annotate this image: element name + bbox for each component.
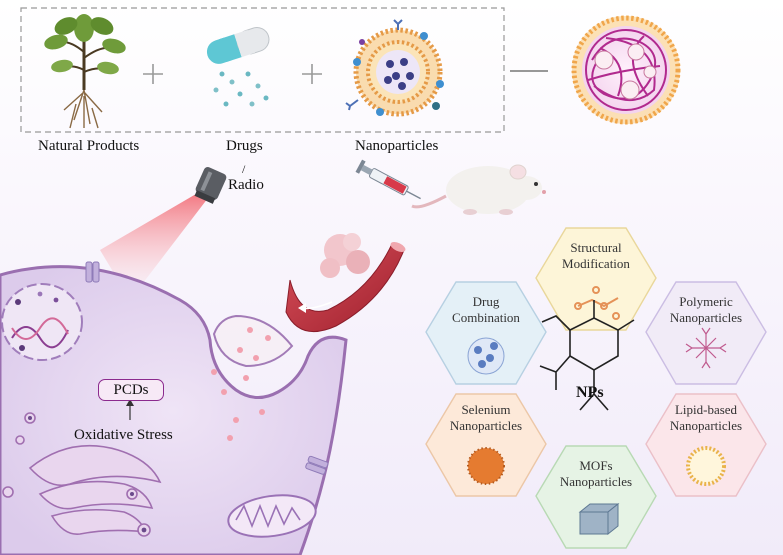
capsule-icon [206,27,270,107]
membrane-protein-icon-2 [305,455,329,475]
light-beam [100,194,208,300]
label-oxidative-stress: Oxidative Stress [74,427,173,443]
hex-lipid [645,393,767,497]
pcds-arrowhead [126,399,134,406]
hex-drug-combination [425,281,547,385]
vesicle-particles [211,327,271,441]
golgi-icon [2,412,162,537]
blood-vessel-icon [285,233,406,333]
label-radio: Radio [228,177,264,193]
light-source-icon [100,166,227,300]
hex-mofs [535,445,657,549]
organelle-spots [28,416,147,533]
hex-selenium [425,393,547,497]
center-nps-label: NPs [576,384,604,401]
label-natural-products: Natural Products [38,138,140,154]
plus-icon [143,64,163,84]
combined-nanoparticle-icon [571,15,681,125]
pcds-badge: PCDs [98,379,164,401]
label-drugs: Drugs [226,138,263,154]
ingredients-dashed-box [20,7,505,133]
label-nanoparticles: Nanoparticles [355,138,439,154]
liposome-icon [345,19,444,117]
syringe-icon [355,159,421,200]
mouse-icon [411,164,546,215]
label-slash: / [242,162,246,176]
mitochondria-icon [227,494,317,538]
plant-icon [44,14,126,129]
nucleus-dna-icon [1,283,83,361]
membrane-protein-icon [85,261,100,283]
hex-polymeric [645,281,767,385]
hex-structural [535,227,657,331]
molecule-structure-icon [539,300,635,411]
plus-icon-2 [302,64,322,84]
